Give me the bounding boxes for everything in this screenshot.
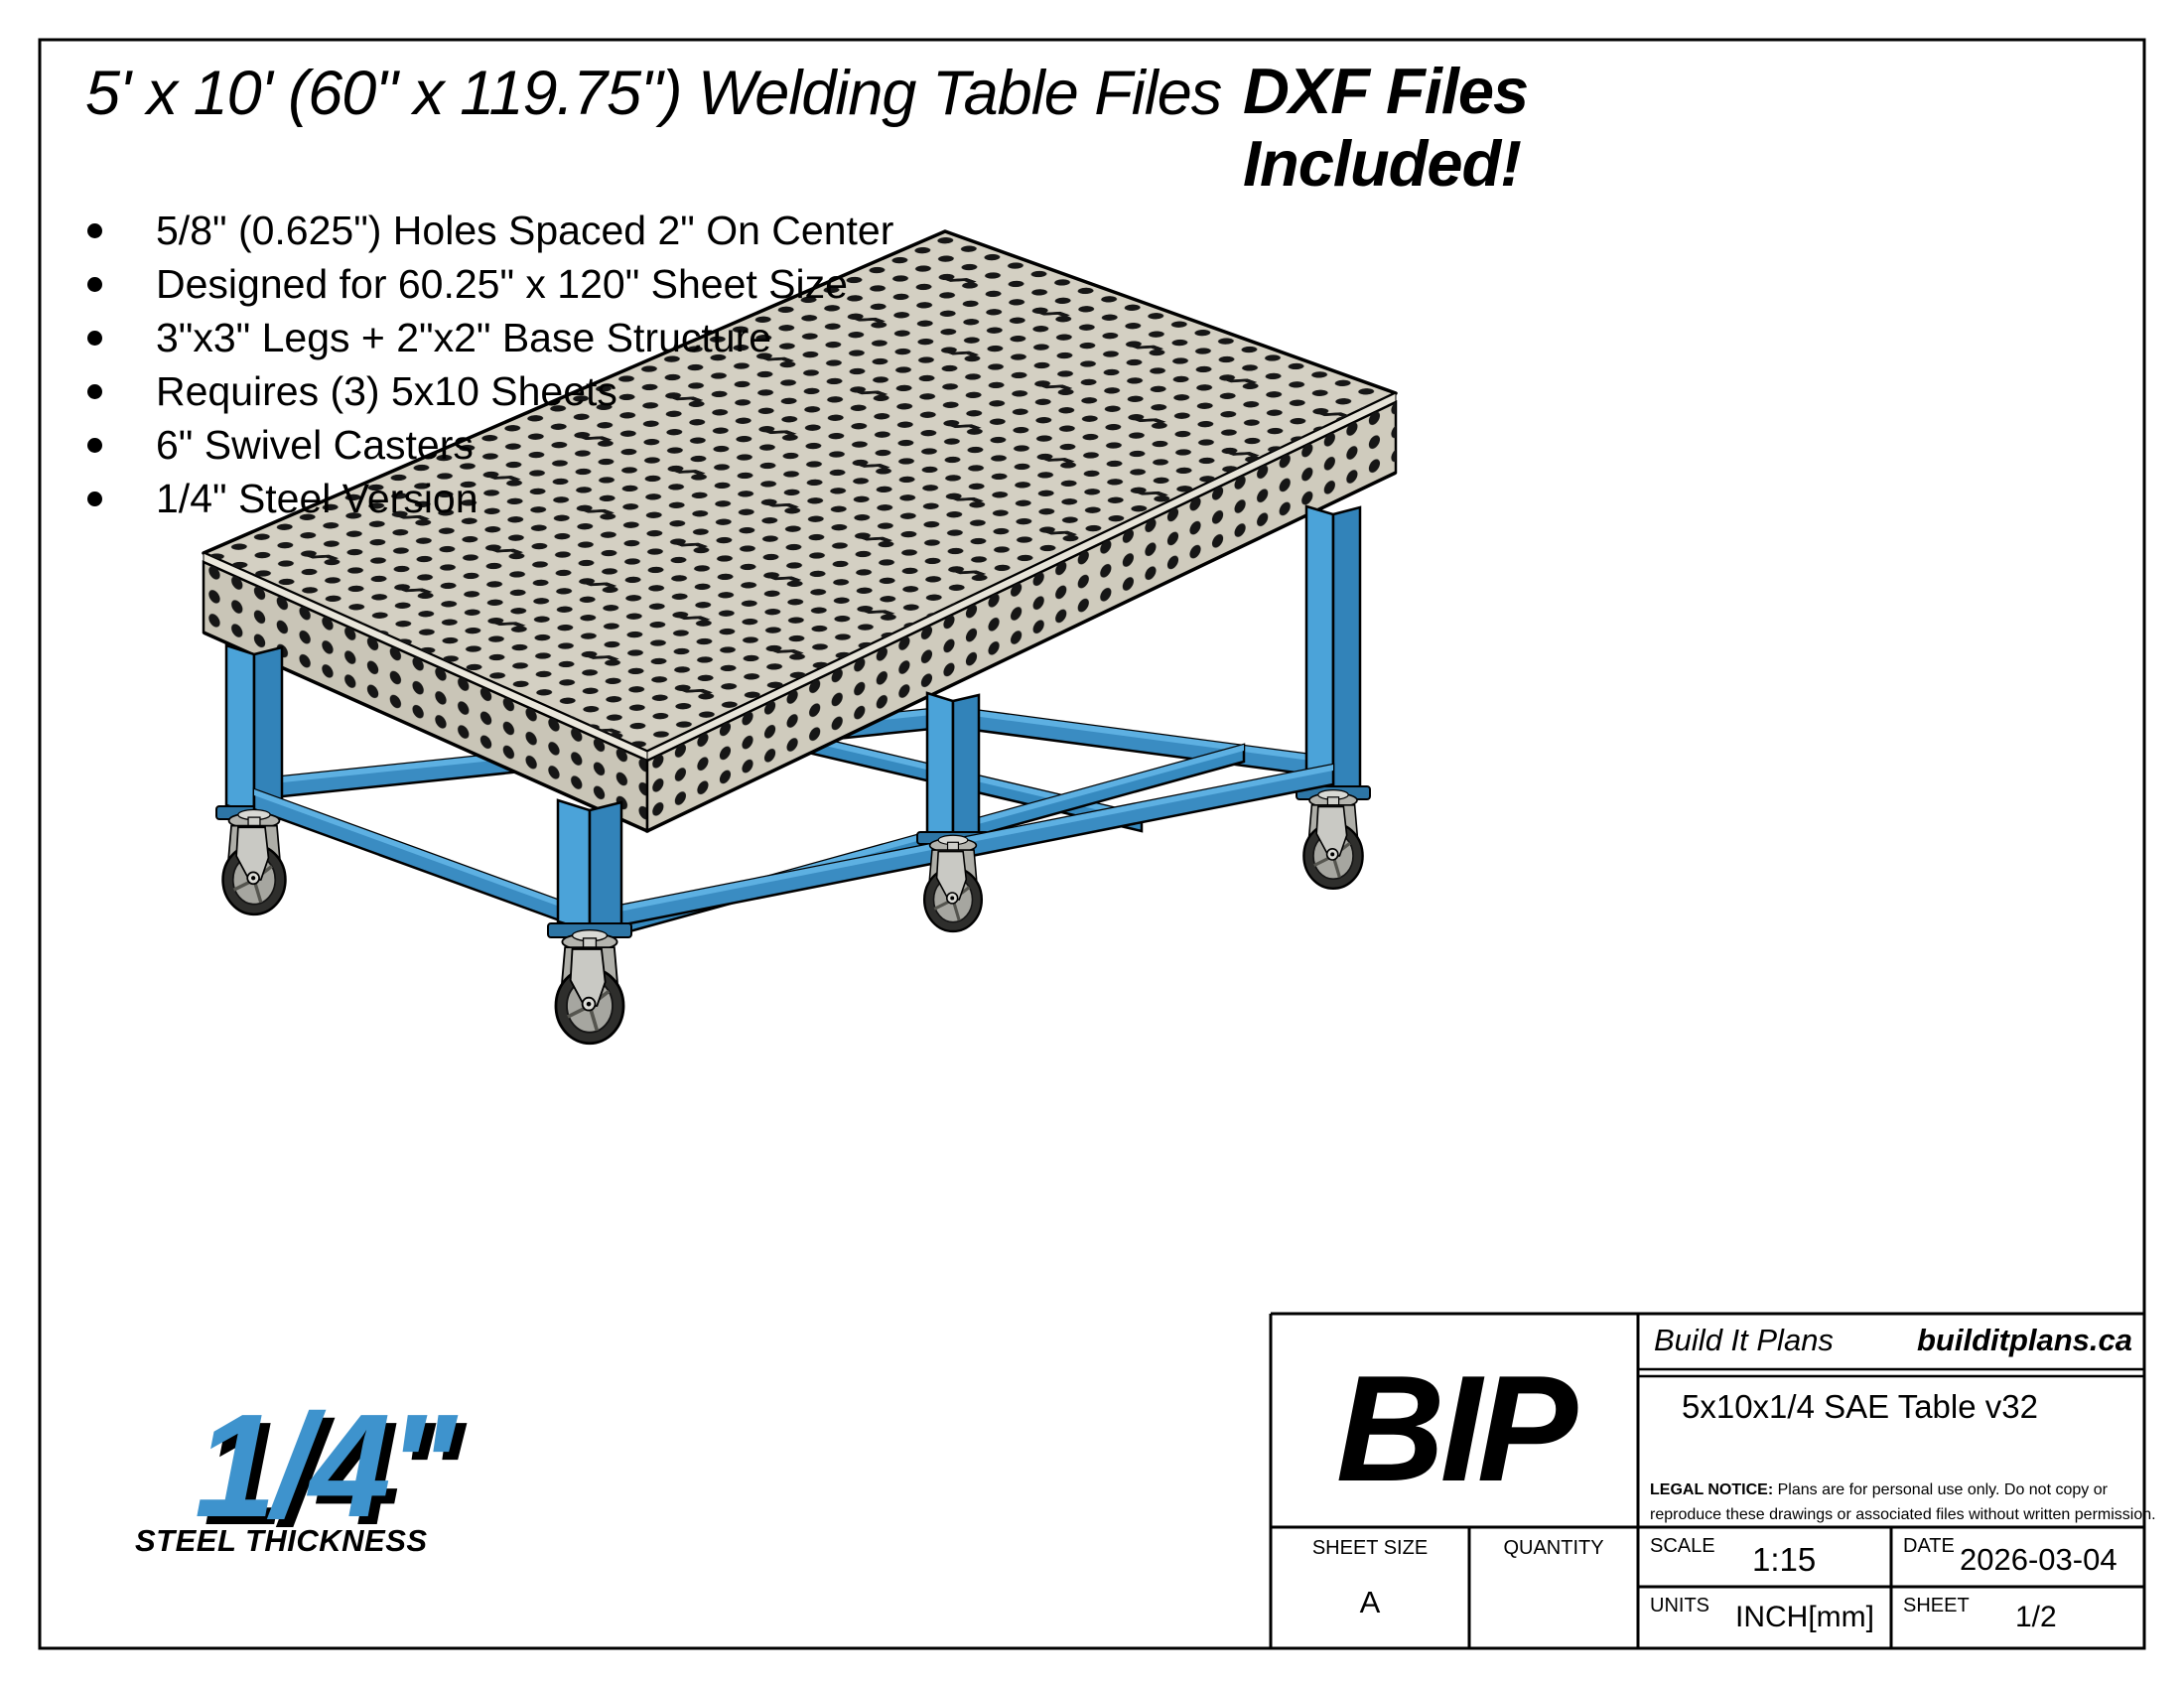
table-leg-right [1296,504,1371,800]
project-name: 5x10x1/4 SAE Table v32 [1682,1388,2038,1425]
bullet-icon [87,383,102,399]
steel-thickness-label: STEEL THICKNESS [135,1523,428,1558]
table-base-frame-front [252,763,1335,933]
title-block-grid [1269,1312,2144,1648]
legal-prefix: LEGAL NOTICE: [1650,1481,1774,1498]
legal-notice: LEGAL NOTICE: Plans are for personal use… [1650,1478,2156,1528]
bullet-text: 3"x3" Legs + 2"x2" Base Structure [156,314,772,360]
scale-value: 1:15 [1752,1541,1817,1578]
bullet-icon [87,491,102,506]
units-value: INCH[mm] [1735,1601,1874,1633]
list-item: Designed for 60.25" x 120" Sheet Size [87,257,893,311]
bullet-text: Designed for 60.25" x 120" Sheet Size [156,260,848,307]
list-item: 3"x3" Legs + 2"x2" Base Structure [87,311,893,364]
bullet-text: 1/4" Steel Version [156,475,478,521]
bip-logo: BIP [1335,1344,1577,1513]
list-item: 1/4" Steel Version [87,472,893,525]
legal-line-1: LEGAL NOTICE: Plans are for personal use… [1650,1478,2156,1503]
dxf-badge-line2: Included! [1243,126,1522,200]
table-top [202,229,1398,833]
sheet-size-value: A [1359,1585,1381,1619]
steel-thickness-value: 1/4" [195,1384,457,1548]
units-label: UNITS [1650,1595,1709,1617]
table-leg-front-corner [547,798,632,938]
scale-label: SCALE [1650,1535,1715,1557]
bullet-text: 6" Swivel Casters [156,421,474,468]
page-title: 5' x 10' (60" x 119.75") Welding Table F… [85,59,1222,128]
brand-website: builditplans.ca [1916,1323,2132,1357]
brand-name: Build It Plans [1654,1323,1834,1357]
bullet-text: Requires (3) 5x10 Sheets [156,367,617,414]
date-value: 2026-03-04 [1960,1542,2117,1577]
dxf-files-badge: DXF Files Included! [1243,55,1529,201]
bullet-icon [87,330,102,346]
dxf-badge-line1: DXF Files [1243,55,1529,127]
legal-line-2: reproduce these drawings or associated f… [1650,1505,2156,1523]
list-item: 6" Swivel Casters [87,418,893,472]
bullet-text: 5/8" (0.625") Holes Spaced 2" On Center [156,207,894,253]
bullet-icon [87,437,102,453]
date-label: DATE [1903,1535,1955,1557]
list-item: Requires (3) 5x10 Sheets [87,364,893,418]
sheet-size-label: SHEET SIZE [1311,1537,1429,1559]
bullet-icon [87,276,102,292]
list-item: 5/8" (0.625") Holes Spaced 2" On Center [87,204,893,257]
table-leg-mid-front [916,691,990,845]
quantity-label: QUANTITY [1503,1537,1604,1559]
page-border [38,38,2146,1650]
legal-line-1-text: Plans are for personal use only. Do not … [1777,1481,2108,1498]
sheet-number-label: SHEET [1903,1595,1970,1617]
bullet-icon [87,222,102,238]
sheet-number-value: 1/2 [2015,1601,2057,1633]
brand-row: Build It Plans builditplans.ca [1654,1323,2132,1358]
spec-bullet-list: 5/8" (0.625") Holes Spaced 2" On Center … [87,204,893,525]
